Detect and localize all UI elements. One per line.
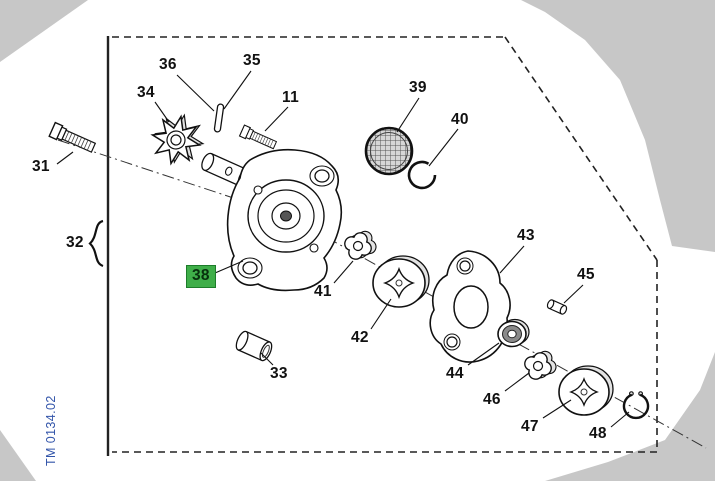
inner-rotor-46 [519, 346, 561, 385]
brace-32 [88, 219, 104, 268]
outer-rotor-47 [558, 365, 614, 416]
part-label-45: 45 [577, 266, 595, 283]
part-label-38-highlighted: 38 [186, 265, 216, 288]
screw-31 [48, 121, 98, 156]
leader-lines [56, 70, 630, 428]
part-label-48: 48 [589, 425, 607, 442]
part-label-44: 44 [446, 365, 464, 382]
pump-cover-43 [429, 250, 511, 363]
outer-rotor-42 [372, 255, 430, 308]
drawing-code: TM 0134.02 [44, 395, 58, 466]
part-label-39: 39 [409, 79, 427, 96]
frame-border [106, 36, 658, 456]
oil-pump-housing-38 [226, 148, 343, 292]
part-label-47: 47 [521, 418, 539, 435]
plug-45 [546, 299, 568, 315]
part-label-33: 33 [270, 365, 288, 382]
part-label-11: 11 [282, 89, 299, 106]
part-label-41: 41 [314, 283, 332, 300]
pickup-screen-39 [364, 126, 414, 176]
part-label-42: 42 [351, 329, 369, 346]
part-label-46: 46 [483, 391, 501, 408]
seal-44 [497, 318, 530, 348]
part-label-35: 35 [243, 52, 261, 69]
pin-35 [213, 103, 225, 133]
part-label-34: 34 [137, 84, 155, 101]
sleeve-33 [235, 330, 273, 362]
ring-40 [407, 160, 437, 190]
inner-rotor-41 [339, 226, 381, 265]
snap-ring-48 [622, 391, 650, 420]
part-label-32: 32 [66, 234, 84, 251]
part-label-31: 31 [32, 158, 50, 175]
sprocket-34 [150, 113, 205, 166]
part-label-43: 43 [517, 227, 535, 244]
screw-11 [238, 124, 278, 152]
part-label-40: 40 [451, 111, 469, 128]
part-label-36: 36 [159, 56, 177, 73]
